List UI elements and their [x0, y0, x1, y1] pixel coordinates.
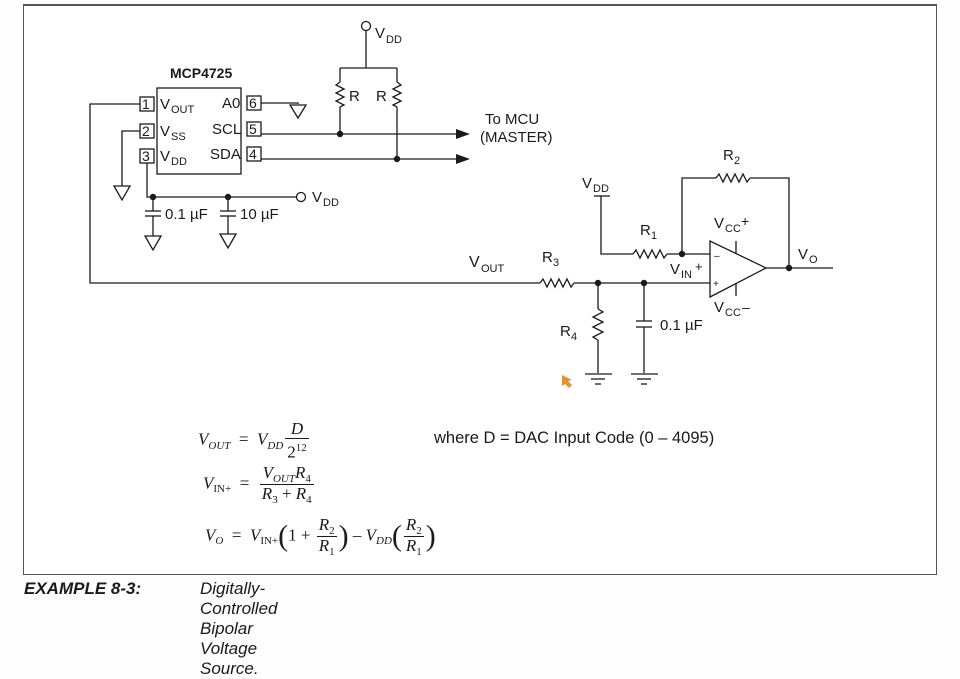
- resistor-r3: R 3: [539, 249, 575, 289]
- svg-text:6: 6: [249, 95, 257, 111]
- svg-text:DD: DD: [323, 197, 339, 209]
- svg-text:CC: CC: [725, 223, 741, 235]
- vdd-terminal-icon: [295, 191, 307, 203]
- svg-text:R: R: [560, 323, 571, 340]
- vout-wire: [89, 103, 462, 284]
- svg-text:R: R: [723, 147, 734, 164]
- vdd-top-label: V: [375, 25, 385, 42]
- ground-icon: [585, 373, 612, 385]
- vdd-supply-label: V: [312, 189, 322, 206]
- caption-label: EXAMPLE 8-3:: [24, 579, 142, 598]
- ground-icon: [631, 373, 658, 385]
- svg-text:O: O: [809, 254, 818, 266]
- ic-pin-4: 4 SDA: [210, 146, 262, 163]
- ground-icon: [288, 104, 308, 120]
- svg-text:1: 1: [142, 96, 150, 112]
- svg-text:3: 3: [142, 148, 150, 164]
- svg-text:DD: DD: [386, 34, 402, 46]
- junction-dot: [785, 264, 793, 272]
- vss-wire: [121, 130, 140, 186]
- ic-body: [156, 87, 242, 175]
- ground-icon: [143, 235, 163, 252]
- vdd-supply-wire: [146, 163, 296, 198]
- ic-name: MCP4725: [170, 65, 232, 81]
- svg-text:R: R: [640, 222, 651, 239]
- mouse-cursor-icon: [562, 375, 572, 388]
- svg-text:–: –: [742, 299, 750, 315]
- pullup-resistor-right: R: [376, 68, 403, 159]
- master-label: (MASTER): [480, 129, 553, 146]
- svg-text:+: +: [695, 259, 703, 274]
- ground-icon: [112, 185, 132, 202]
- arrow-icon: [456, 129, 470, 139]
- schematic: MCP4725 1 V OUT 2 V SS 3 V DD 6 A0 5 SCL…: [89, 20, 833, 385]
- capacitor-c3: 0.1 µF: [636, 283, 703, 373]
- ground-icon: [218, 233, 238, 250]
- svg-text:A0: A0: [222, 95, 240, 112]
- resistor-r2: R 2: [715, 147, 751, 184]
- vout-net-label: V: [469, 254, 480, 271]
- svg-text:0.1 µF: 0.1 µF: [660, 317, 703, 334]
- ic-pin-5: 5 SCL: [212, 121, 262, 138]
- svg-text:OUT: OUT: [171, 104, 195, 116]
- svg-text:1: 1: [651, 230, 657, 242]
- svg-text:R: R: [376, 88, 387, 105]
- vdd-terminal-icon: [360, 20, 372, 32]
- opamp: – +: [709, 239, 768, 299]
- junction-dot: [336, 130, 344, 138]
- capacitor-c1: 0.1 µF: [143, 197, 208, 252]
- svg-text:SS: SS: [171, 131, 186, 143]
- resistor-r4: R 4: [560, 283, 605, 373]
- svg-text:2: 2: [142, 123, 150, 139]
- svg-text:SCL: SCL: [212, 121, 241, 138]
- svg-text:5: 5: [249, 121, 257, 137]
- svg-text:4: 4: [571, 331, 577, 343]
- figure-caption: EXAMPLE 8-3: Digitally-Controlled Bipola…: [24, 579, 278, 678]
- junction-dot: [393, 155, 401, 163]
- svg-text:0.1 µF: 0.1 µF: [165, 206, 208, 223]
- figure-frame: [23, 4, 937, 575]
- svg-text:2: 2: [734, 155, 740, 167]
- ic-pin-2: 2 V SS: [139, 123, 186, 143]
- svg-text:R: R: [349, 88, 360, 105]
- svg-text:4: 4: [249, 146, 257, 162]
- vcc-plus-label: V: [714, 215, 724, 232]
- svg-text:10 µF: 10 µF: [240, 206, 279, 223]
- svg-text:+: +: [713, 279, 719, 290]
- caption-title: Digitally-Controlled Bipolar Voltage Sou…: [200, 579, 278, 678]
- svg-text:IN: IN: [681, 269, 692, 281]
- vcc-minus-label: V: [714, 299, 724, 316]
- a0-wire: [261, 102, 299, 104]
- svg-text:+: +: [741, 213, 749, 229]
- pullup-resistor-left: R: [334, 68, 360, 134]
- svg-text:DD: DD: [593, 183, 609, 195]
- vo-label: V: [798, 246, 808, 263]
- ic-pin-1: 1 V OUT: [139, 96, 195, 116]
- svg-text:3: 3: [553, 257, 559, 269]
- arrow-icon: [456, 154, 470, 164]
- svg-text:OUT: OUT: [481, 263, 505, 275]
- vin-plus-label: V: [670, 261, 680, 278]
- svg-text:–: –: [714, 251, 720, 262]
- resistor-r1: R 1: [632, 222, 668, 260]
- svg-text:SDA: SDA: [210, 146, 241, 163]
- svg-text:V: V: [160, 96, 170, 113]
- to-mcu-label: To MCU: [485, 111, 539, 128]
- svg-text:R: R: [542, 249, 553, 266]
- svg-text:DD: DD: [171, 156, 187, 168]
- svg-text:V: V: [160, 148, 170, 165]
- ic-pin-3: 3 V DD: [139, 148, 187, 168]
- svg-text:V: V: [160, 123, 170, 140]
- vdd-r1-label: V: [582, 175, 592, 192]
- svg-text:CC: CC: [725, 307, 741, 319]
- capacitor-c2: 10 µF: [218, 197, 279, 250]
- where-note: where D = DAC Input Code (0 – 4095): [434, 429, 715, 447]
